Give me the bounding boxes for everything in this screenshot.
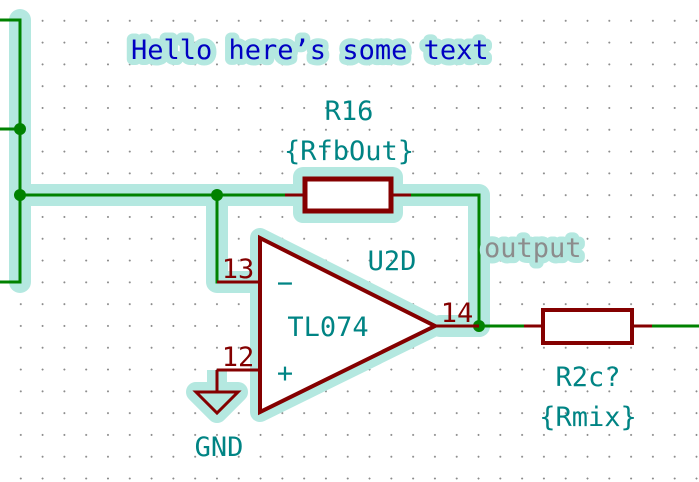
wires	[0, 18, 699, 328]
resistor-r16[interactable]	[285, 176, 411, 214]
r16-value[interactable]: {RfbOut}	[284, 136, 414, 167]
u2d-reference[interactable]: U2D	[368, 246, 417, 277]
r16-reference[interactable]: R16	[325, 96, 374, 127]
net-label-halo: output	[484, 233, 582, 264]
noninverting-input-symbol: +	[277, 358, 293, 389]
u2d-value[interactable]: TL074	[287, 312, 368, 343]
junction-dot	[14, 123, 26, 135]
pin-13-number: 13	[222, 254, 255, 285]
net-label-output[interactable]: output	[484, 233, 582, 264]
r2c-value[interactable]: {Rmix}	[539, 402, 637, 433]
gnd-label[interactable]: GND	[195, 432, 244, 463]
junction-dot	[14, 189, 26, 201]
r2c-reference[interactable]: R2c?	[555, 362, 620, 393]
note-text[interactable]: Hello here’s some text	[131, 35, 489, 66]
junction-dot	[211, 189, 223, 201]
pin-12-number: 12	[222, 342, 255, 373]
gnd-symbol[interactable]	[192, 370, 242, 416]
inverting-input-symbol: −	[277, 268, 293, 299]
pin-14-number: 14	[441, 298, 474, 329]
opamp-u2d[interactable]	[217, 234, 479, 416]
resistor-r2c[interactable]	[524, 308, 652, 345]
note-text-halo: Hello here’s some text	[131, 35, 489, 66]
